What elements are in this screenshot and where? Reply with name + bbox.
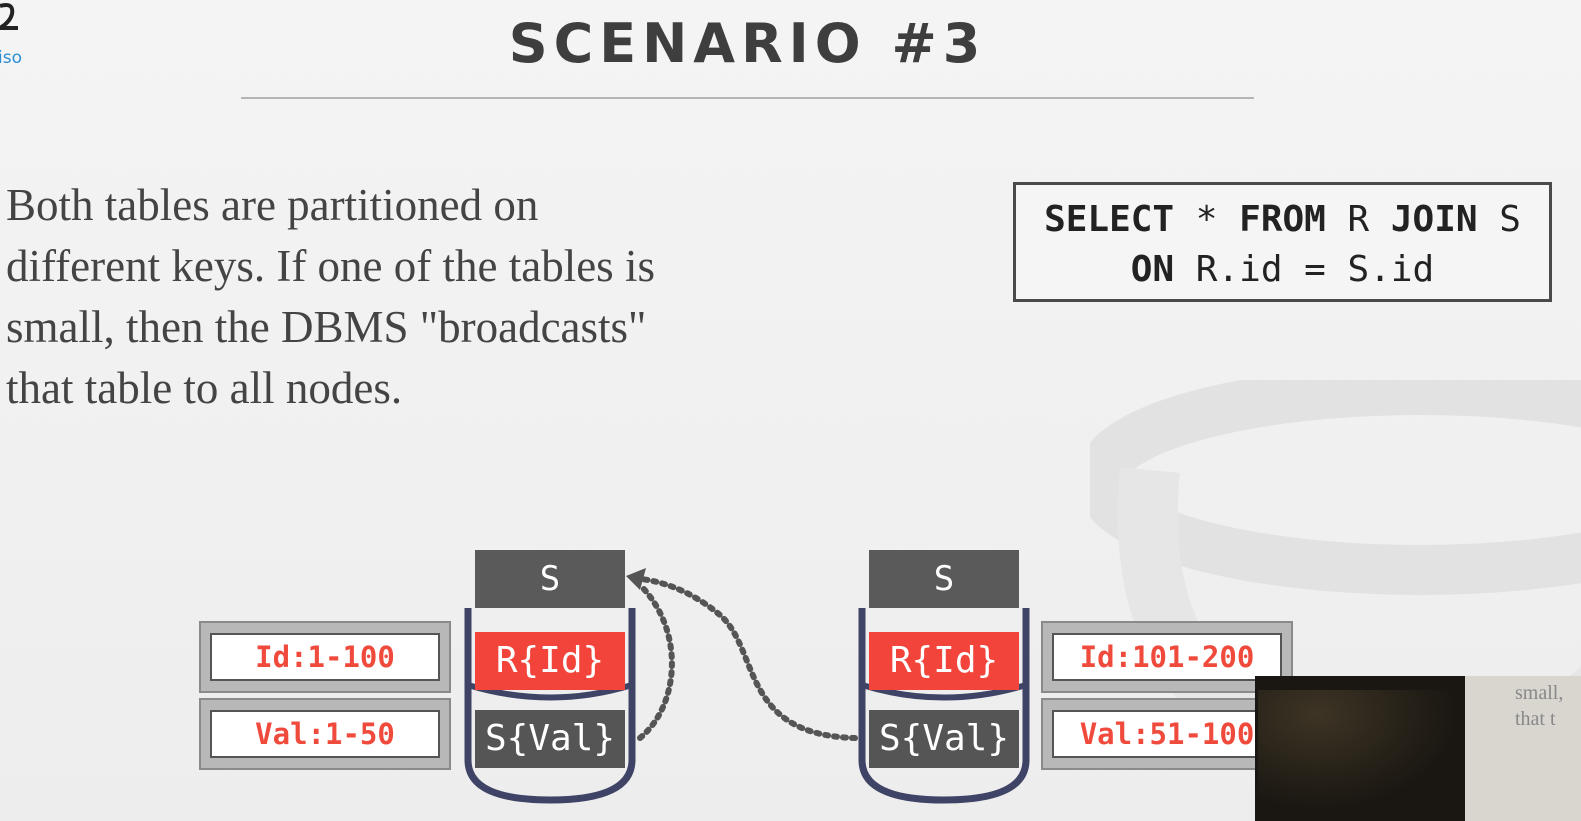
node-2-s-label: S (869, 550, 1019, 608)
node-2-database: S R{Id} S{Val} (863, 550, 1035, 810)
sql-line-2-token-0: ON (1130, 249, 1175, 290)
node-1-val-range-box: Val:1-50 (199, 698, 451, 770)
node-1-id-range-box: Id:1-100 (199, 621, 451, 693)
sql-line-1-token-2: FROM (1239, 199, 1326, 240)
logo-text: iso (0, 48, 22, 68)
sql-line-2: ON R.id = S.id (1016, 245, 1549, 295)
sql-line-1-token-3: R (1325, 199, 1391, 240)
node-2-id-range-box: Id:101-200 (1041, 621, 1293, 693)
slide-title: SCENARIO #3 (508, 12, 987, 75)
node-1-database: S R{Id} S{Val} (469, 550, 641, 810)
speaker-video-background (1258, 690, 1458, 810)
sql-line-2-token-1: R.id = S.id (1174, 249, 1435, 290)
node-2-val-range-box: Val:51-100 (1041, 698, 1293, 770)
university-logo-icon (0, 3, 18, 30)
sql-line-1-token-5: S (1477, 199, 1521, 240)
node-1-s-partition: S{Val} (475, 710, 625, 768)
node-1-r-partition: R{Id} (475, 632, 625, 690)
video-slide-glimpse (1465, 676, 1581, 821)
node-2-s-partition: S{Val} (869, 710, 1019, 768)
slide-body-text: Both tables are partitioned on different… (6, 180, 655, 413)
sql-line-1-token-0: SELECT (1044, 199, 1175, 240)
video-slide-text: small, that t (1515, 682, 1564, 730)
node-2-r-partition: R{Id} (869, 632, 1019, 690)
node-2-val-range: Val:51-100 (1052, 710, 1282, 758)
node-1-val-range: Val:1-50 (210, 710, 440, 758)
sql-query-box: SELECT * FROM R JOIN S ON R.id = S.id (1013, 182, 1552, 302)
sql-line-1: SELECT * FROM R JOIN S (1016, 195, 1549, 245)
node-1-id-range: Id:1-100 (210, 633, 440, 681)
node-2-id-range: Id:101-200 (1052, 633, 1282, 681)
sql-line-1-token-1: * (1174, 199, 1240, 240)
node-1-s-label: S (475, 550, 625, 608)
title-divider (241, 97, 1254, 99)
sql-line-1-token-4: JOIN (1390, 199, 1478, 240)
